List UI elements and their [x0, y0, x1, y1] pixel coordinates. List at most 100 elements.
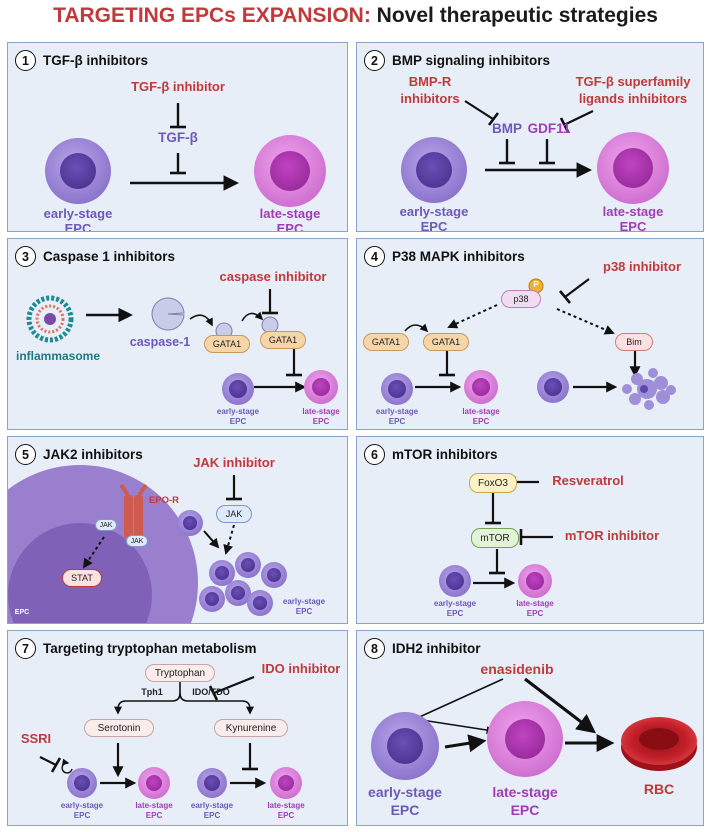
panel-8-diagram — [371, 677, 697, 780]
late-stage-cell — [138, 767, 170, 799]
jak-pill-2: JAK — [126, 535, 148, 547]
early-stage-cell — [439, 565, 471, 597]
serotonin-pill: Serotonin — [84, 719, 154, 737]
ido-tdo-label: IDO/TDO — [192, 687, 230, 697]
early-stage-cell-cluster — [199, 552, 287, 616]
inhibitor-label: caspase inhibitor — [219, 269, 327, 284]
early-stage-cell — [401, 137, 467, 203]
panel-number: 4 — [364, 246, 385, 267]
stat-pill: STAT — [62, 569, 102, 587]
gata1-pill: GATA1 — [204, 335, 250, 353]
inhibitor-label: JAK inhibitor — [193, 455, 275, 470]
early-stage-cell — [67, 768, 97, 798]
phospho-label: P — [533, 280, 539, 289]
inflammasome-icon — [26, 295, 74, 343]
jak-pill: JAK — [95, 519, 117, 531]
gata1-pill: GATA1 — [363, 333, 409, 351]
early-stage-cell — [45, 138, 111, 204]
inflammasome-label: inflammasome — [15, 349, 101, 363]
late-stage-cell-2 — [270, 767, 302, 799]
late-stage-cell — [487, 701, 563, 777]
early-stage-cell — [222, 373, 254, 405]
enasidenib-label: enasidenib — [480, 661, 554, 677]
inhibitor-label: TGF-β inhibitor — [131, 79, 225, 94]
gata1-cleaved-pill: GATA1 — [423, 333, 469, 351]
late-stage-cell — [464, 370, 498, 404]
late-stage-cell — [254, 135, 326, 207]
gdf11-label: GDF11 — [527, 121, 571, 136]
panel-number: 5 — [15, 444, 36, 465]
apoptotic-cell-icon — [622, 368, 676, 410]
panel-number: 1 — [15, 50, 36, 71]
p38-pill: p38 — [501, 290, 541, 308]
epo-receptor-icon — [119, 483, 148, 539]
target-label: TGF-β — [158, 130, 198, 145]
panel-number: 8 — [364, 638, 385, 659]
epc-large-cell — [8, 465, 198, 623]
gata1-cleaved-pill: GATA1 — [260, 331, 306, 349]
panel-7-diagram — [39, 675, 302, 799]
panel-3-diagram — [26, 289, 338, 405]
panel-number: 6 — [364, 444, 385, 465]
panel-4-diagram — [381, 278, 676, 410]
tryptophan-pill: Tryptophan — [145, 664, 215, 682]
epc-label: EPC — [14, 609, 30, 616]
early-stage-cell-2 — [197, 768, 227, 798]
ssri-label: SSRI — [20, 731, 52, 746]
inhibitor-label: IDO inhibitor — [261, 661, 341, 676]
early-stage-cell — [371, 712, 439, 780]
panel-number: 2 — [364, 50, 385, 71]
late-stage-cell — [518, 564, 552, 598]
cell-icon — [537, 371, 569, 403]
foxo3-pill: FoxO3 — [469, 473, 517, 493]
late-stage-cell — [597, 132, 669, 204]
kynurenine-pill: Kynurenine — [214, 719, 288, 737]
caspase-1-icon — [151, 297, 185, 331]
cell-icon — [177, 510, 203, 536]
rbc-icon — [621, 717, 697, 771]
page-title: TARGETING EPCs EXPANSION: Novel therapeu… — [53, 4, 658, 27]
mtor-pill: mTOR — [471, 528, 519, 548]
early-stage-cell — [381, 373, 413, 405]
bim-pill: Bim — [615, 333, 653, 351]
late-stage-cell — [304, 370, 338, 404]
panel-number: 7 — [15, 638, 36, 659]
tph1-label: Tph1 — [141, 687, 163, 697]
caspase-label: caspase-1 — [129, 335, 191, 349]
jak-target-pill: JAK — [216, 505, 252, 523]
panel-5-diagram — [8, 465, 287, 623]
rbc-label: RBC — [643, 781, 675, 797]
